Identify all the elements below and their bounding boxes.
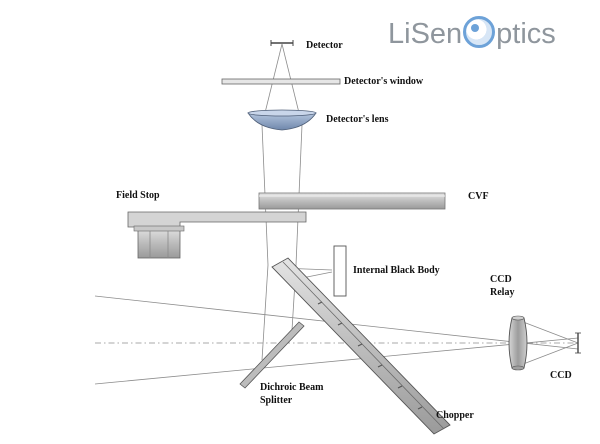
ccd-element — [575, 332, 581, 354]
label-ccd-relay-2: Relay — [490, 287, 515, 298]
detectors-lens-element — [247, 109, 317, 131]
label-field-stop: Field Stop — [116, 190, 160, 201]
label-internal-black-body: Internal Black Body — [353, 265, 440, 276]
brand-logo: LiSen ptics — [388, 14, 556, 54]
label-chopper: Chopper — [436, 410, 474, 421]
cvf-element — [258, 192, 446, 210]
chopper-element — [271, 257, 451, 435]
label-detectors-lens: Detector's lens — [326, 114, 389, 125]
detectors-window-element — [221, 78, 341, 85]
label-ccd-relay-1: CCD — [490, 274, 512, 285]
detector-element — [270, 40, 294, 46]
brand-o-icon — [463, 16, 496, 48]
dichroic-beam-splitter-element — [239, 321, 305, 389]
label-detectors-window: Detector's window — [344, 76, 424, 87]
label-ccd: CCD — [550, 370, 572, 381]
field-stop-element — [127, 211, 307, 259]
label-detector: Detector — [306, 40, 343, 51]
internal-black-body-element — [333, 245, 347, 297]
brand-text-part2: ptics — [496, 18, 556, 50]
brand-text-part1: LiSen — [388, 18, 463, 50]
ccd-relay-element — [508, 315, 528, 371]
label-dichroic-2: Splitter — [260, 395, 293, 406]
label-cvf: CVF — [468, 191, 489, 202]
label-dichroic-1: Dichroic Beam — [260, 382, 324, 393]
